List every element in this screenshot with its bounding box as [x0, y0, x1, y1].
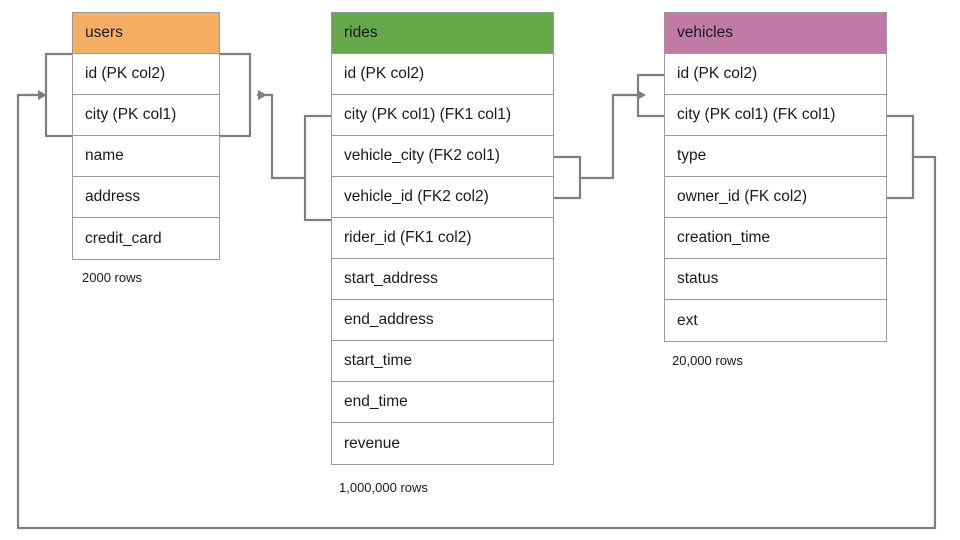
table-title-vehicles: vehicles [677, 24, 733, 41]
entity-table-vehicles[interactable]: vehicles id (PK col2) city (PK col1) (FK… [664, 12, 887, 342]
field-rides-start-address[interactable]: start_address [332, 259, 553, 300]
field-users-address[interactable]: address [73, 177, 219, 218]
field-rides-start-time[interactable]: start_time [332, 341, 553, 382]
wire-rides-to-vehicles [578, 90, 646, 180]
field-rides-rider-id[interactable]: rider_id (FK1 col2) [332, 218, 553, 259]
field-vehicles-type[interactable]: type [665, 136, 886, 177]
table-header-users: users [73, 13, 219, 54]
wire-rides-to-users [256, 90, 307, 180]
field-rides-id[interactable]: id (PK col2) [332, 54, 553, 95]
vehicles-right-bracket [885, 114, 915, 200]
table-title-users: users [85, 24, 123, 41]
field-vehicles-city[interactable]: city (PK col1) (FK col1) [665, 95, 886, 136]
table-header-rides: rides [332, 13, 553, 54]
rides-left-bracket [303, 114, 333, 222]
entity-table-users[interactable]: users id (PK col2) city (PK col1) name a… [72, 12, 220, 260]
field-rides-city[interactable]: city (PK col1) (FK1 col1) [332, 95, 553, 136]
users-right-bracket [218, 52, 252, 138]
field-vehicles-ext[interactable]: ext [665, 300, 886, 341]
field-users-credit-card[interactable]: credit_card [73, 218, 219, 259]
table-header-vehicles: vehicles [665, 13, 886, 54]
row-count-rides: 1,000,000 rows [339, 480, 428, 495]
users-left-bracket [44, 52, 74, 138]
field-users-city[interactable]: city (PK col1) [73, 95, 219, 136]
field-vehicles-owner-id[interactable]: owner_id (FK col2) [665, 177, 886, 218]
field-users-name[interactable]: name [73, 136, 219, 177]
field-rides-revenue[interactable]: revenue [332, 423, 553, 464]
field-rides-vehicle-id[interactable]: vehicle_id (FK2 col2) [332, 177, 553, 218]
rides-right-bracket [552, 155, 582, 200]
field-vehicles-status[interactable]: status [665, 259, 886, 300]
field-rides-end-time[interactable]: end_time [332, 382, 553, 423]
row-count-vehicles: 20,000 rows [672, 353, 743, 368]
vehicles-left-bracket [636, 73, 666, 118]
entity-table-rides[interactable]: rides id (PK col2) city (PK col1) (FK1 c… [331, 12, 554, 465]
table-title-rides: rides [344, 24, 378, 41]
row-count-users: 2000 rows [82, 270, 142, 285]
field-rides-vehicle-city[interactable]: vehicle_city (FK2 col1) [332, 136, 553, 177]
field-rides-end-address[interactable]: end_address [332, 300, 553, 341]
field-users-id[interactable]: id (PK col2) [73, 54, 219, 95]
field-vehicles-id[interactable]: id (PK col2) [665, 54, 886, 95]
field-vehicles-creation-time[interactable]: creation_time [665, 218, 886, 259]
